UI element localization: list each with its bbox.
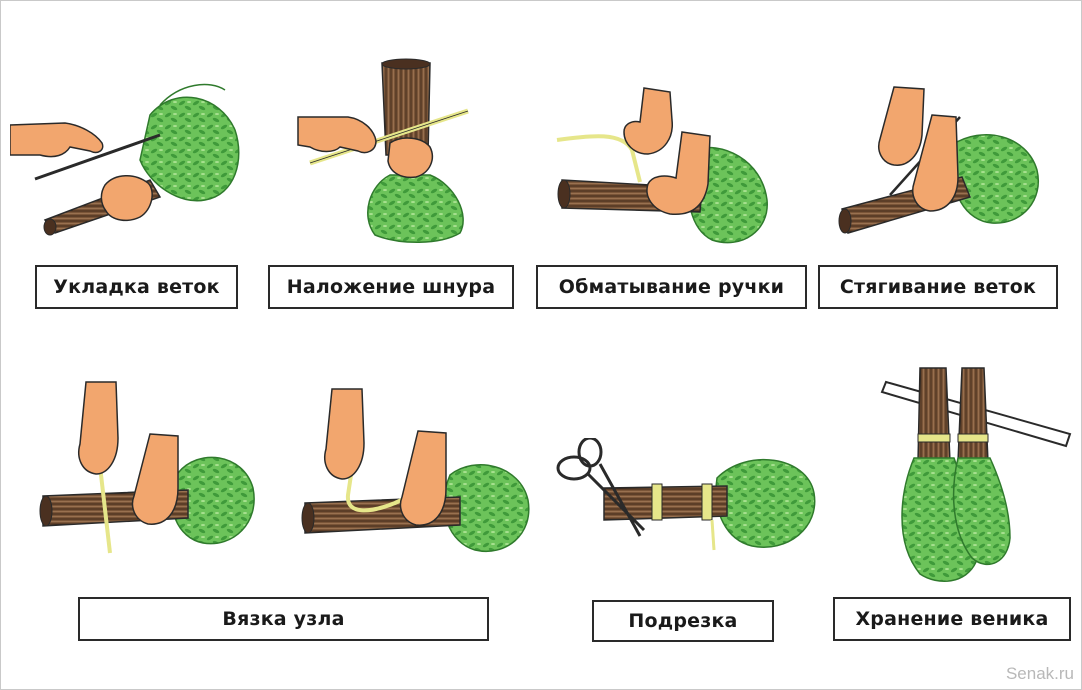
hand-icon (646, 131, 711, 216)
hand-icon (297, 116, 377, 154)
hand-icon (131, 433, 179, 525)
hand-icon (623, 87, 673, 155)
step-5a-illustration (39, 381, 255, 554)
leaves-cluster (367, 174, 464, 243)
step-label-nalozhenie: Наложение шнура (268, 265, 514, 309)
hand-icon (78, 381, 119, 475)
step-label-vyazka: Вязка узла (78, 597, 489, 641)
step-label-podrezka: Подрезка (592, 600, 774, 642)
cord-icon (98, 465, 112, 554)
hand-icon (399, 430, 447, 526)
scissors-icon (556, 438, 646, 537)
step-1-illustration (10, 83, 240, 236)
broom-bundle-icon (603, 483, 728, 551)
hand-icon (878, 86, 925, 166)
step-label-obmatyvanie: Обматывание ручки (536, 265, 807, 309)
hand-icon (912, 114, 959, 212)
step-label-styagivanie: Стягивание веток (818, 265, 1058, 309)
leaves-cluster (171, 456, 255, 545)
branch-stick (34, 133, 161, 181)
step-label-ukladka: Укладка веток (35, 265, 238, 309)
cord-icon (345, 414, 409, 513)
step-7-illustration (880, 367, 1072, 582)
step-3-illustration (556, 87, 768, 244)
step-5b-illustration (301, 388, 530, 552)
leaves-cluster (950, 134, 1040, 224)
watermark: Senak.ru (1005, 664, 1074, 683)
leaves-cluster (901, 457, 1011, 582)
leaves-cluster (715, 458, 816, 548)
cord-icon (556, 134, 642, 183)
hand-icon (324, 388, 365, 480)
hand-icon (10, 122, 104, 158)
hand-icon (100, 175, 153, 222)
broom-bundle-icon (917, 367, 989, 463)
broom-bundle-icon (381, 58, 431, 156)
step-4-illustration (838, 86, 1040, 234)
step-label-hranenie: Хранение веника (833, 597, 1071, 641)
hand-icon (387, 137, 434, 179)
step-2-illustration (297, 58, 469, 243)
leaves-cluster (139, 83, 240, 202)
step-6-illustration (556, 438, 816, 551)
